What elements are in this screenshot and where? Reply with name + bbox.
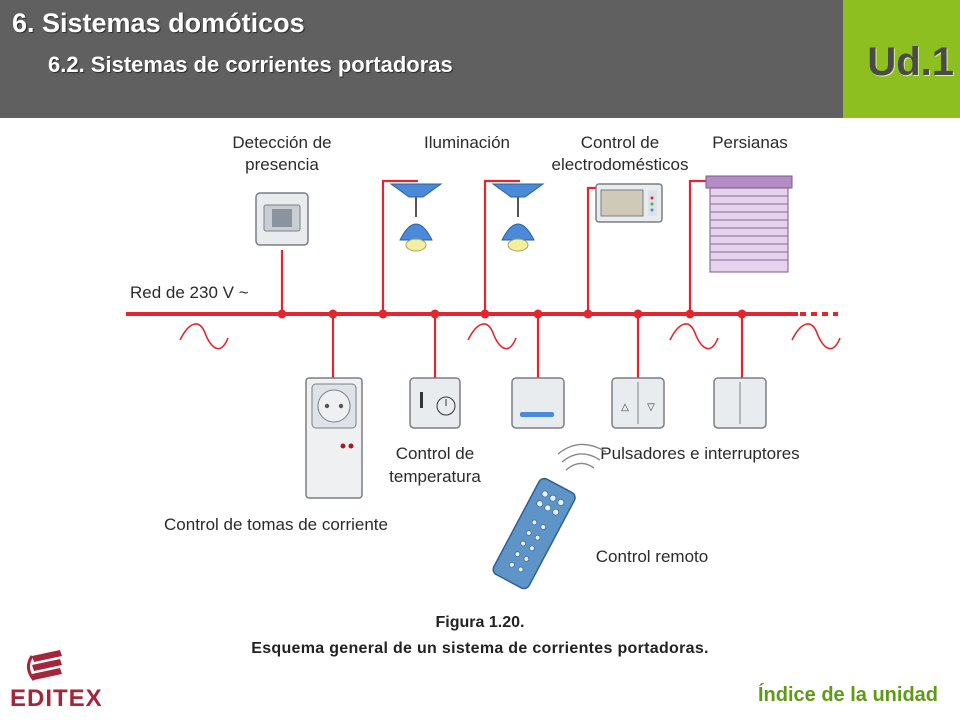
remote-control-icon [492, 477, 576, 590]
unit-label: Ud.1 [867, 40, 954, 84]
label-tomas: Control de tomas de corriente [164, 515, 388, 534]
carrier-current-diagram: Detección de presencia Iluminación Contr… [126, 133, 841, 590]
label-red: Red de 230 V ~ [130, 283, 249, 302]
wave-1 [179, 323, 229, 350]
switch-plate-icon [511, 377, 565, 429]
wave-2 [467, 323, 517, 350]
editex-logo: EDITEX [10, 648, 110, 714]
logo-text: EDITEX [10, 685, 103, 712]
label-deteccion-2: presencia [245, 155, 319, 174]
junction-dots [277, 309, 747, 319]
label-remoto: Control remoto [596, 547, 708, 566]
label-pulsadores: Pulsadores e interruptores [600, 444, 799, 463]
section-subtitle: 6.2. Sistemas de corrientes portadoras [48, 52, 453, 77]
ceiling-lamp-icon-1 [389, 183, 443, 252]
unit-badge: Ud.1 [843, 0, 960, 118]
ac-wave-symbols [179, 323, 841, 350]
label-temp-2: temperatura [389, 467, 481, 486]
wave-4 [791, 323, 841, 350]
section-title: 6. Sistemas domóticos [12, 8, 305, 38]
signal-waves-icon [557, 443, 607, 471]
label-persianas: Persianas [712, 133, 788, 152]
figure-number: Figura 1.20. [435, 614, 525, 631]
header-bar: 6. Sistemas domóticos 6.2. Sistemas de c… [0, 0, 843, 118]
book-stack-icon [27, 650, 62, 681]
wave-3 [669, 323, 719, 350]
label-electro-2: electrodomésticos [551, 155, 688, 174]
socket-controller-icon [305, 377, 363, 499]
double-switch-icon [713, 377, 767, 429]
blinds-icon [705, 175, 793, 273]
microwave-icon [595, 183, 663, 223]
presence-detector-icon [255, 192, 309, 246]
ceiling-lamp-icon-2 [491, 183, 545, 252]
label-iluminacion: Iluminación [424, 133, 510, 152]
blind-switch-icon: △ ▽ [611, 377, 665, 429]
label-electro-1: Control de [581, 133, 659, 152]
label-temp-1: Control de [396, 444, 474, 463]
svg-text:▽: ▽ [647, 402, 655, 413]
unit-index-link[interactable]: Índice de la unidad [757, 684, 938, 706]
thermostat-icon [409, 377, 461, 429]
figure-caption: Esquema general de un sistema de corrien… [251, 640, 709, 657]
svg-text:△: △ [621, 402, 629, 413]
label-deteccion-1: Detección de [232, 133, 331, 152]
lower-wires [331, 314, 744, 378]
